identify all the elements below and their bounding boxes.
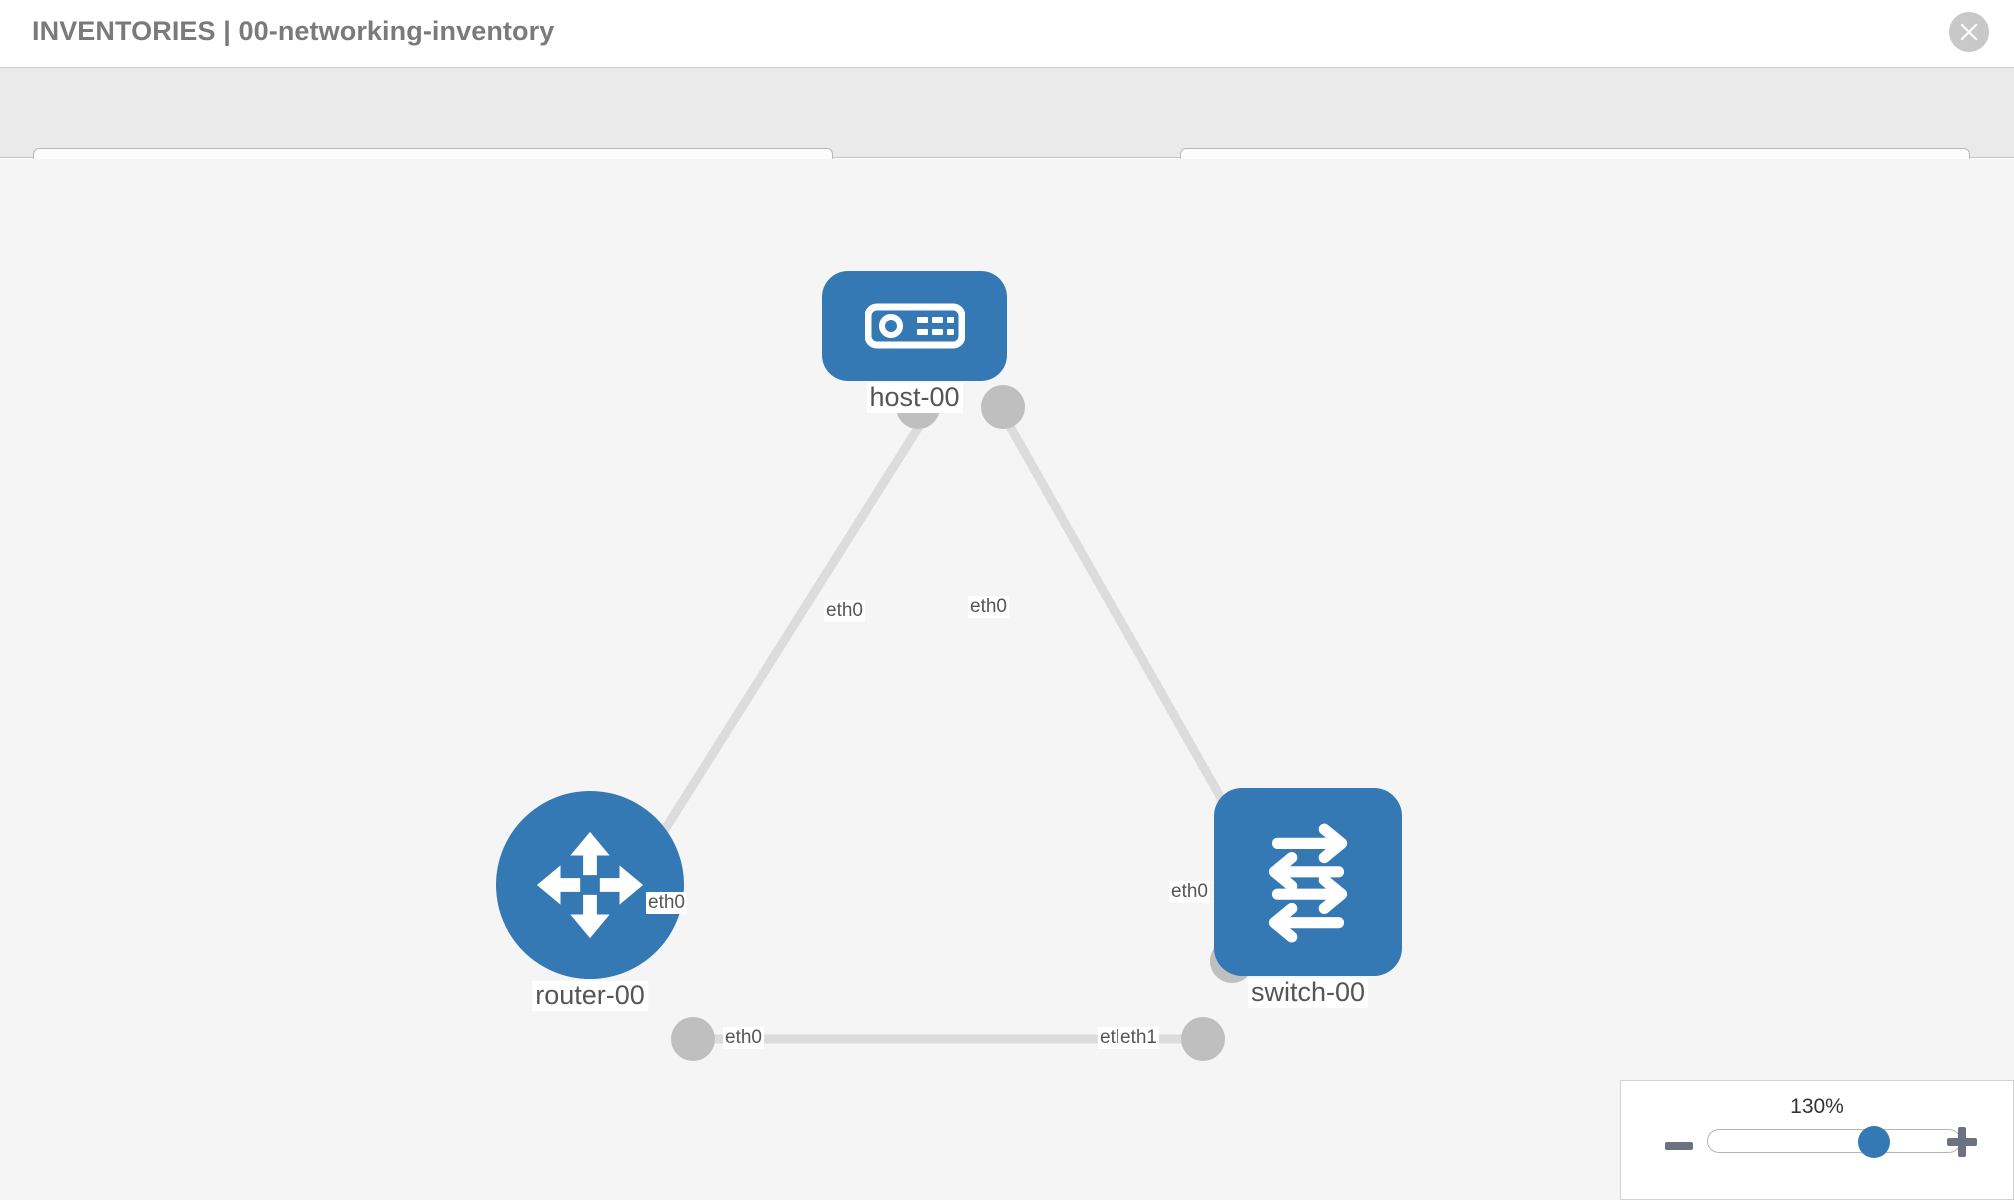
node-label-host-00: host-00 bbox=[866, 382, 963, 413]
topology-links bbox=[636, 385, 1254, 1061]
topology-node-router-00[interactable]: router-00 bbox=[496, 791, 684, 1011]
page-title: INVENTORIES | 00-networking-inventory bbox=[32, 16, 555, 46]
edge-label-router-switch: eth0 bbox=[723, 1027, 764, 1049]
edge-host-router[interactable] bbox=[636, 406, 934, 872]
topology-node-switch-00[interactable]: switch-00 bbox=[1214, 788, 1402, 1008]
connector-knob bbox=[981, 385, 1025, 429]
edge-host-switch[interactable] bbox=[996, 406, 1254, 852]
router-icon bbox=[536, 831, 644, 939]
node-label-router-00: router-00 bbox=[532, 980, 648, 1011]
zoom-control-panel: 130% bbox=[1620, 1080, 2014, 1200]
edge-label-switch-host: eth0 bbox=[1169, 881, 1210, 903]
edge-label-switch-router: eth1 bbox=[1118, 1027, 1159, 1049]
close-icon[interactable] bbox=[1949, 12, 1989, 52]
toolbar: ACTIONS SEARCH bbox=[0, 68, 2014, 200]
connector-knob bbox=[671, 1017, 715, 1061]
server-icon bbox=[864, 303, 965, 349]
topology-canvas[interactable]: host-00 router-00 bbox=[0, 159, 2014, 1200]
minus-icon bbox=[1665, 1142, 1693, 1150]
node-label-switch-00: switch-00 bbox=[1247, 977, 1369, 1008]
host-node-shape bbox=[822, 271, 1007, 381]
router-node-shape bbox=[496, 791, 684, 979]
switch-icon bbox=[1268, 823, 1348, 943]
edge-label-router-host: eth0 bbox=[646, 892, 687, 914]
zoom-out-button[interactable] bbox=[1665, 1127, 1693, 1153]
close-glyph bbox=[1960, 23, 1978, 41]
edge-label-host-router: eth0 bbox=[824, 600, 865, 622]
page-header: INVENTORIES | 00-networking-inventory bbox=[0, 0, 2014, 68]
plus-icon bbox=[1947, 1127, 1977, 1157]
zoom-slider-thumb[interactable] bbox=[1857, 1126, 1890, 1158]
switch-node-shape bbox=[1214, 788, 1402, 976]
zoom-in-button[interactable] bbox=[1947, 1127, 1977, 1159]
edge-label-host-switch: eth0 bbox=[968, 596, 1009, 618]
topology-node-host-00[interactable]: host-00 bbox=[822, 271, 1007, 413]
zoom-slider-track[interactable] bbox=[1707, 1126, 1961, 1158]
connector-knob bbox=[1181, 1017, 1225, 1061]
zoom-level-value: 130% bbox=[1790, 1095, 1844, 1118]
